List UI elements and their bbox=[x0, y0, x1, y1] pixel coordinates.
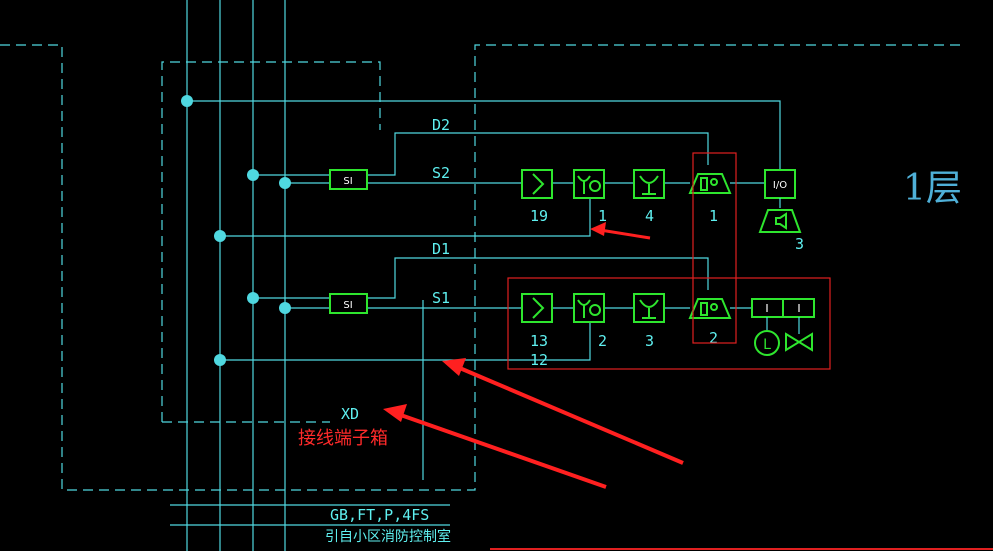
label-xd: XD bbox=[341, 405, 359, 423]
label-s1: S1 bbox=[432, 289, 450, 307]
junction-dots bbox=[181, 95, 291, 366]
si-module-row1: SI bbox=[329, 169, 368, 190]
highlight-hydrant-column bbox=[692, 152, 737, 344]
valve-icon bbox=[785, 332, 813, 352]
arrow-to-bus bbox=[442, 358, 684, 465]
dashed-boundary-inner bbox=[161, 61, 381, 422]
count-smoke-row2-extra: 12 bbox=[530, 351, 548, 369]
count-hydrant-row2: 2 bbox=[709, 329, 718, 347]
arrow-to-terminal-box bbox=[383, 404, 607, 489]
dashed-boundary-left bbox=[0, 44, 965, 491]
svg-text:L: L bbox=[763, 337, 771, 353]
count-manual-row1: 4 bbox=[645, 207, 654, 225]
count-manual-row2: 3 bbox=[645, 332, 654, 350]
heat-detector-icon bbox=[573, 293, 605, 323]
count-smoke-row2: 13 bbox=[530, 332, 548, 350]
arrow-to-heat-detector bbox=[590, 222, 651, 240]
highlight-row2 bbox=[507, 277, 831, 370]
vertical-bus-lines bbox=[186, 0, 424, 551]
dual-module-icon bbox=[751, 298, 815, 318]
svg-text:SI: SI bbox=[343, 176, 352, 187]
manual-alarm-icon bbox=[633, 169, 665, 199]
row2-return-line bbox=[220, 322, 591, 361]
label-s2: S2 bbox=[432, 164, 450, 182]
terminal-box-annotation: 接线端子箱 bbox=[298, 428, 388, 449]
d2-line bbox=[253, 132, 709, 176]
svg-text:I/O: I/O bbox=[773, 180, 787, 191]
cable-spec: GB,FT,P,4FS bbox=[330, 506, 429, 524]
top-bus-line bbox=[187, 100, 781, 170]
speaker-icon bbox=[758, 209, 802, 233]
row1-return-line bbox=[220, 198, 591, 237]
smoke-detector-icon bbox=[521, 293, 553, 323]
hydrant-button-icon bbox=[688, 173, 732, 194]
level-switch-icon: L bbox=[754, 330, 780, 356]
svg-text:SI: SI bbox=[343, 300, 352, 311]
heat-detector-icon bbox=[573, 169, 605, 199]
cable-note: 引自小区消防控制室 bbox=[325, 528, 451, 545]
manual-alarm-icon bbox=[633, 293, 665, 323]
hydrant-button-icon bbox=[688, 298, 732, 319]
smoke-detector-icon bbox=[521, 169, 553, 199]
si-module-row2: SI bbox=[329, 293, 368, 314]
count-heat-row2: 2 bbox=[598, 332, 607, 350]
count-hydrant-row1: 1 bbox=[709, 207, 718, 225]
floor-label: 1层 bbox=[903, 168, 962, 209]
label-d2: D2 bbox=[432, 116, 450, 134]
label-d1: D1 bbox=[432, 240, 450, 258]
d1-line bbox=[253, 257, 709, 299]
io-module-icon: I/O bbox=[764, 169, 796, 199]
count-heat-row1: 1 bbox=[598, 207, 607, 225]
count-smoke-row1: 19 bbox=[530, 207, 548, 225]
count-speaker: 3 bbox=[795, 235, 804, 253]
